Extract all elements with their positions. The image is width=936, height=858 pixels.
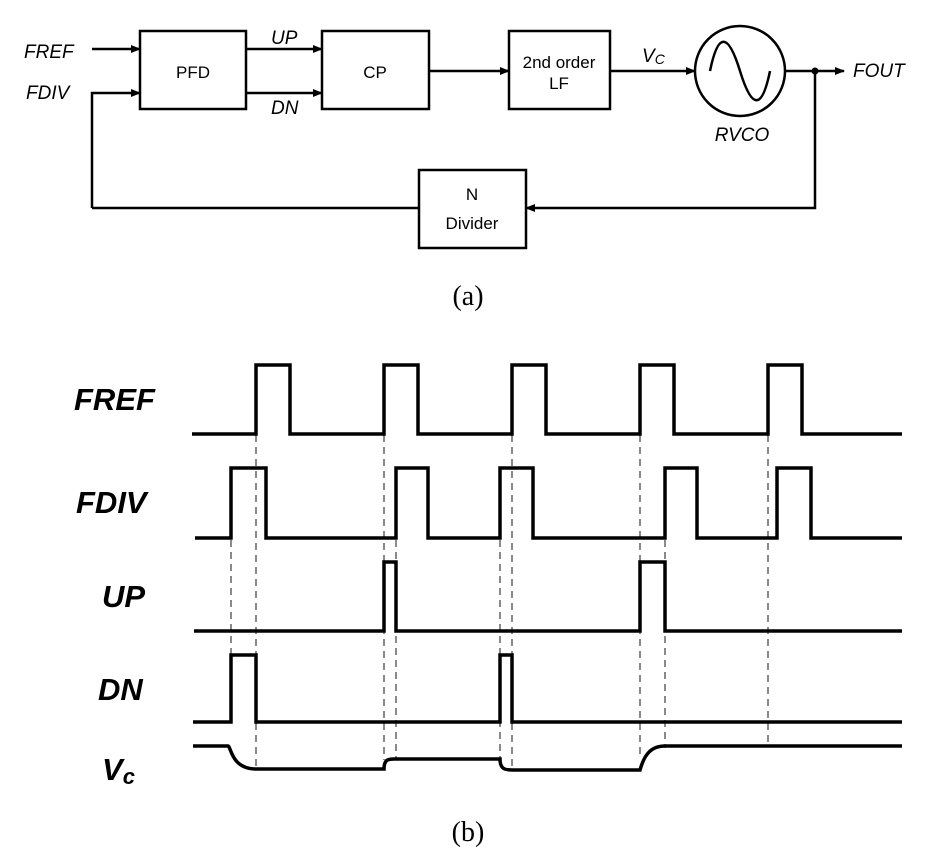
dn-signal-label: DN bbox=[271, 98, 299, 119]
fdiv-waveform bbox=[195, 466, 902, 540]
vc-wave-label: Vc bbox=[102, 752, 135, 789]
sine-wave-icon bbox=[708, 40, 772, 102]
lf-label-line1: 2nd order bbox=[523, 53, 596, 72]
feedback-path-right bbox=[525, 71, 817, 212]
n-divider-block bbox=[417, 168, 528, 250]
dn-waveform bbox=[193, 653, 902, 724]
feedback-path-left bbox=[90, 89, 141, 208]
divider-label-line1: N bbox=[466, 185, 478, 204]
up-waveform bbox=[194, 560, 902, 633]
loop-filter-block bbox=[507, 29, 612, 111]
timing-diagram: FREF FDIV UP DN Vc bbox=[74, 363, 902, 789]
fref-input-label: FREF bbox=[24, 42, 75, 63]
fref-wave-label: FREF bbox=[74, 382, 156, 417]
divider-label-line2: Divider bbox=[446, 214, 499, 233]
caption-b: (b) bbox=[452, 817, 485, 848]
up-signal-label: UP bbox=[271, 28, 298, 49]
pfd-label: PFD bbox=[176, 63, 210, 82]
vc-signal-label: VC bbox=[642, 46, 666, 67]
rvco-label: RVCO bbox=[715, 125, 770, 146]
fdiv-wave-label: FDIV bbox=[76, 485, 149, 520]
lf-label-line2: LF bbox=[549, 74, 569, 93]
caption-a: (a) bbox=[452, 281, 483, 312]
dn-wave-label: DN bbox=[98, 672, 143, 707]
fout-label: FOUT bbox=[853, 61, 906, 82]
pfd-block bbox=[138, 29, 248, 111]
up-wave-label: UP bbox=[102, 579, 145, 614]
cp-block bbox=[320, 29, 431, 111]
fdiv-input-label: FDIV bbox=[26, 83, 72, 104]
cp-label: CP bbox=[363, 63, 387, 82]
vc-waveform bbox=[193, 744, 902, 772]
block-diagram: FREF FDIV PFD UP DN CP 2nd order LF VC R… bbox=[24, 24, 906, 250]
fref-waveform bbox=[192, 363, 902, 436]
